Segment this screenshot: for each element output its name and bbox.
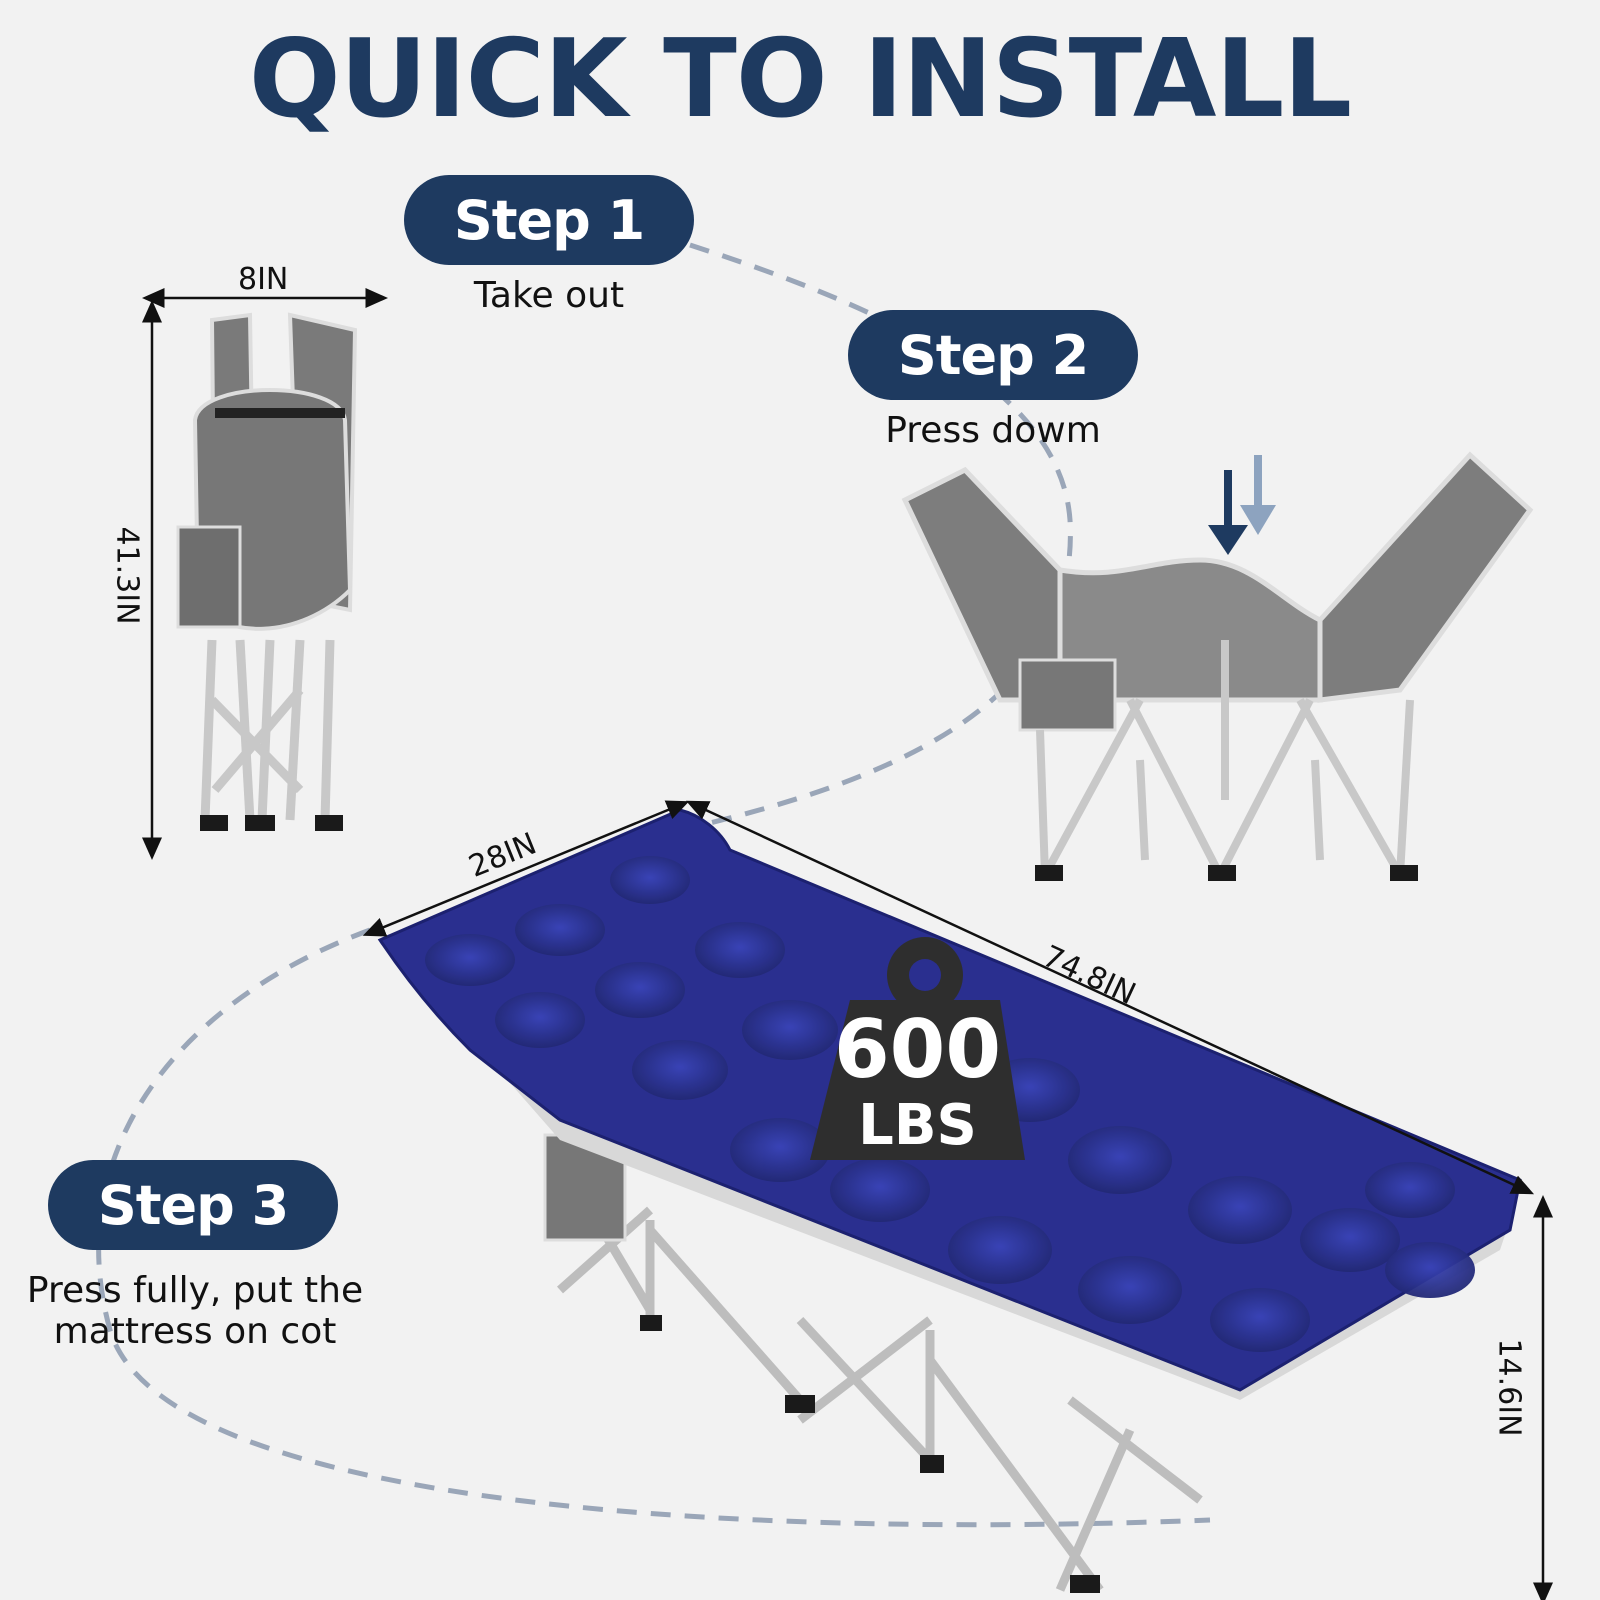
step-3-badge: Step 3	[48, 1160, 338, 1250]
half-pressed-cot-image	[901, 451, 1534, 881]
step-3-caption: Press fully, put the mattress on cot	[10, 1270, 380, 1353]
folded-cot-image	[176, 312, 358, 831]
folded-width-label: 8IN	[238, 262, 289, 297]
step-1-label: Step 1	[453, 188, 645, 252]
folded-height-label: 41.3IN	[109, 526, 145, 625]
weight-icon	[810, 937, 1025, 1160]
cot-height-label: 14.6IN	[1491, 1338, 1527, 1437]
step-2-caption: Press dowm	[885, 410, 1101, 451]
press-down-arrows	[1208, 455, 1276, 555]
cot-length-line	[685, 800, 1535, 1195]
step-3-label: Step 3	[97, 1173, 289, 1237]
step-3-caption-line-2: mattress on cot	[53, 1311, 337, 1353]
weight-unit: LBS	[858, 1093, 977, 1158]
step-2-badge: Step 2	[848, 310, 1138, 400]
flow-dashed-path	[96, 242, 1211, 1528]
cot-width-line	[362, 800, 690, 937]
full-cot-image	[377, 808, 1522, 1593]
step-1-caption: Take out	[473, 275, 625, 316]
page-title: QUICK TO INSTALL	[248, 17, 1352, 142]
step-2-label: Step 2	[897, 323, 1089, 387]
weight-value: 600	[834, 1003, 1001, 1096]
step-3-caption-line-1: Press fully, put the	[26, 1270, 364, 1311]
step-1-badge: Step 1	[404, 175, 694, 265]
